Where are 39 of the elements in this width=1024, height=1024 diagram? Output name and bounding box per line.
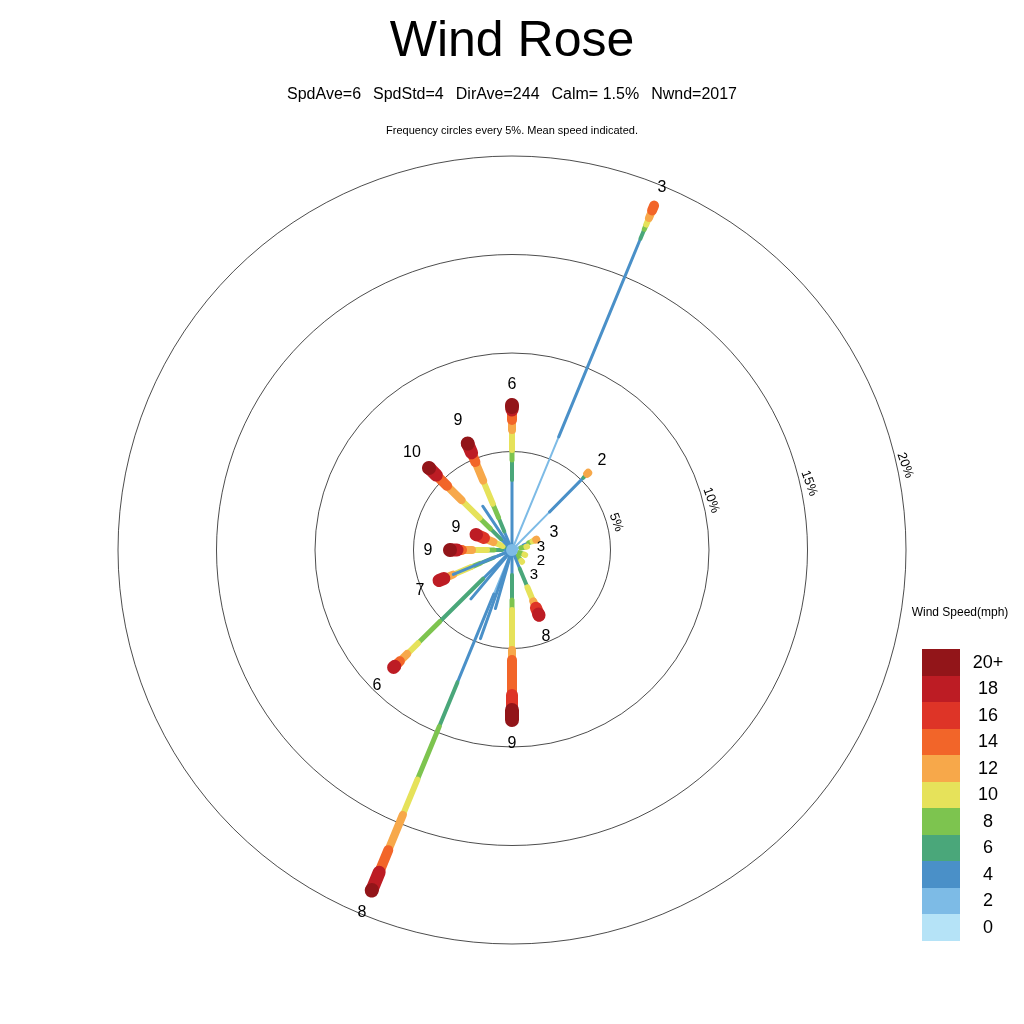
legend-label: 16 bbox=[977, 704, 999, 726]
statistic-text: DirAve=244 bbox=[455, 85, 540, 103]
legend-label: 4 bbox=[982, 863, 994, 885]
note-text: Frequency circles every 5%. Mean speed indicated. bbox=[385, 124, 639, 136]
mean-speed-label: 2 bbox=[597, 452, 607, 468]
mean-speed-label: 8 bbox=[357, 904, 367, 920]
legend-label: 6 bbox=[982, 837, 994, 859]
mean-speed-label: 3 bbox=[536, 537, 546, 553]
mean-speed-label: 3 bbox=[529, 565, 539, 581]
statistic-text: SpdAve=6 bbox=[287, 85, 362, 103]
mean-speed-label: 7 bbox=[415, 582, 425, 598]
legend-label: 12 bbox=[977, 757, 999, 779]
frequency-ring-label: 15% bbox=[799, 468, 821, 498]
frequency-ring-label: 20% bbox=[895, 450, 917, 480]
mean-speed-label: 3 bbox=[549, 524, 559, 540]
mean-speed-label: 6 bbox=[372, 677, 382, 693]
legend-title: Wind Speed(mph) bbox=[911, 606, 1009, 618]
mean-speed-label: 9 bbox=[507, 735, 517, 751]
statistic-text: Nwnd=2017 bbox=[651, 85, 737, 103]
mean-speed-label: 9 bbox=[423, 542, 433, 558]
statistic-text: SpdStd=4 bbox=[373, 85, 444, 103]
chart-title: Wind Rose bbox=[388, 10, 636, 68]
statistic-text: Calm= 1.5% bbox=[551, 85, 640, 103]
mean-speed-label: 8 bbox=[541, 628, 551, 644]
mean-speed-label: 3 bbox=[657, 179, 667, 195]
mean-speed-label: 6 bbox=[507, 376, 517, 392]
legend-label: 10 bbox=[977, 784, 999, 806]
frequency-ring-label: 5% bbox=[607, 510, 627, 534]
frequency-ring-label: 10% bbox=[701, 485, 723, 515]
mean-speed-label: 2 bbox=[536, 551, 546, 567]
mean-speed-label: 9 bbox=[453, 412, 463, 428]
mean-speed-label: 9 bbox=[451, 519, 461, 535]
legend-label: 14 bbox=[977, 731, 999, 753]
mean-speed-label: 10 bbox=[403, 444, 421, 460]
legend-label: 0 bbox=[982, 916, 994, 938]
legend-label: 8 bbox=[982, 810, 994, 832]
legend-label: 20+ bbox=[971, 651, 1005, 673]
legend-label: 18 bbox=[977, 678, 999, 700]
legend-label: 2 bbox=[982, 890, 994, 912]
